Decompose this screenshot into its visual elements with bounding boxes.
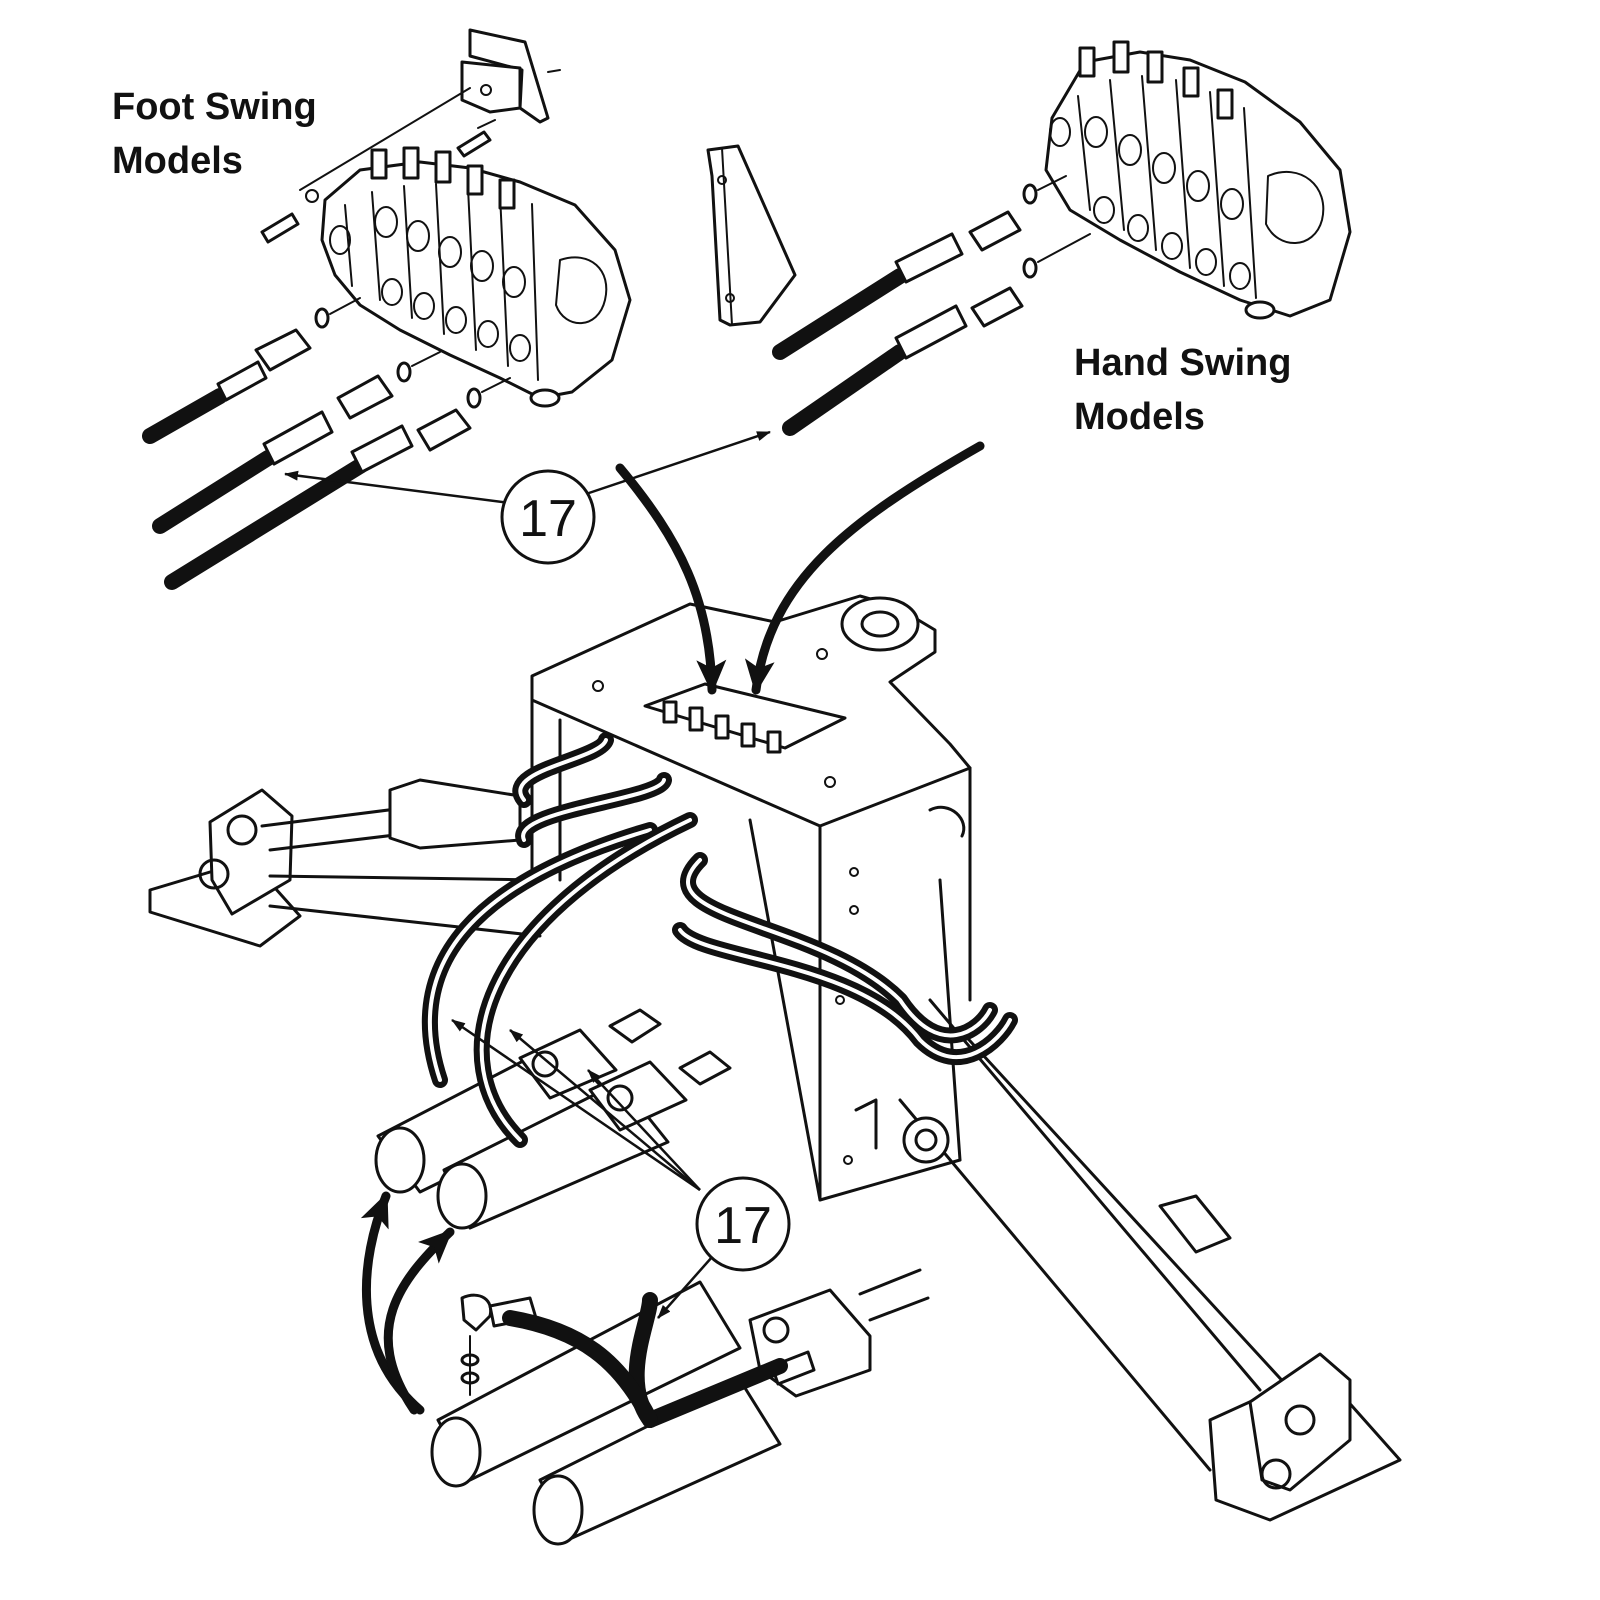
valve-mounting-bracket-left: [460, 28, 561, 124]
hand-swing-line-1: Hand Swing: [1074, 342, 1292, 384]
callout-17-bottom: 17: [695, 1176, 791, 1272]
foot-swing-line-1: Foot Swing: [112, 86, 317, 128]
callout-17-top-label: 17: [519, 490, 577, 548]
foot-swing-line-2: Models: [112, 140, 243, 182]
routed-hoses: [421, 732, 1018, 1428]
backhoe-swing-frame: [530, 594, 972, 1202]
callout-17-bottom-label: 17: [714, 1197, 772, 1255]
hand-swing-hoses: [772, 232, 968, 436]
left-stabilizer-arm: [148, 778, 542, 948]
pointer-arrows: [360, 441, 985, 1415]
callout-17-top: 17: [500, 469, 596, 565]
foot-swing-control-valve: [260, 28, 632, 408]
foot-swing-hoses: [142, 360, 414, 590]
hand-swing-fittings: [968, 175, 1091, 328]
right-boom-arm: [898, 998, 1402, 1522]
hand-swing-control-valve: [1044, 40, 1352, 320]
hand-swing-models-label: Hand Swing Models: [1074, 336, 1291, 444]
hand-swing-line-2: Models: [1074, 396, 1205, 438]
mounted-valve-stubs: [662, 700, 782, 754]
foot-swing-models-label: Foot Swing Models: [112, 80, 317, 188]
callout-leaders: [284, 430, 771, 1319]
foot-swing-fittings: [254, 297, 511, 452]
valve-mounting-bracket-right: [706, 144, 797, 327]
lower-detail-cylinder: [430, 1268, 930, 1546]
